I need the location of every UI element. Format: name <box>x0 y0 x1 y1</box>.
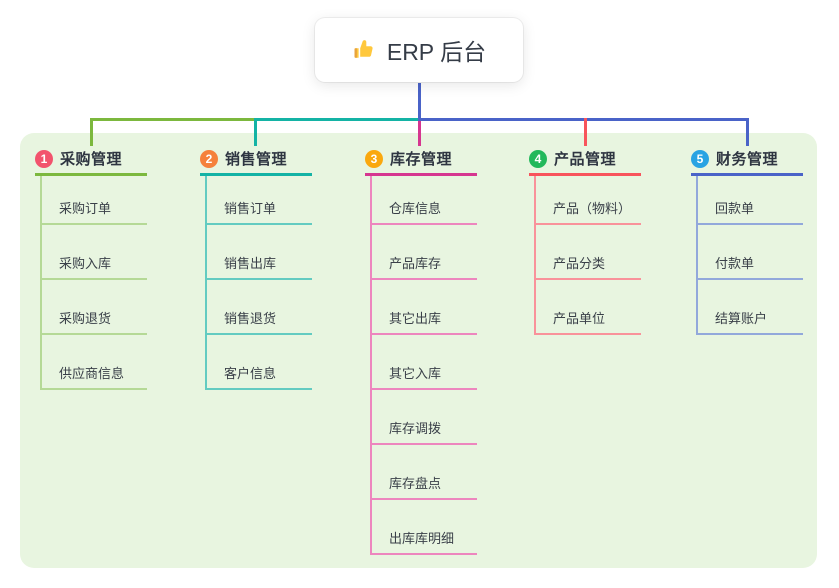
badge-2: 2 <box>200 149 218 168</box>
node-sales-outbound[interactable]: 销售出库 <box>207 225 312 280</box>
connector-segment-green <box>90 118 254 121</box>
topic-label: 财务管理 <box>716 151 779 168</box>
connector-segment-blue <box>418 118 749 121</box>
root-connector-line <box>418 82 421 118</box>
node-outbound-detail[interactable]: 出库库明细 <box>372 500 477 555</box>
sub-list-inventory: 仓库信息 产品库存 其它出库 其它入库 库存调拨 库存盘点 出库库明细 <box>370 176 477 555</box>
topic-label: 库存管理 <box>390 151 453 168</box>
node-other-inbound[interactable]: 其它入库 <box>372 335 477 390</box>
sub-list-procurement: 采购订单 采购入库 采购退货 供应商信息 <box>40 176 147 390</box>
sub-list-sales: 销售订单 销售出库 销售退货 客户信息 <box>205 176 312 390</box>
topic-procurement[interactable]: 1 采购管理 <box>35 146 147 176</box>
badge-1: 1 <box>35 149 53 168</box>
root-label: ERP 后台 <box>386 39 487 65</box>
node-purchase-return[interactable]: 采购退货 <box>42 280 147 335</box>
branches-background-panel <box>20 133 817 568</box>
node-stock-count[interactable]: 库存盘点 <box>372 445 477 500</box>
badge-3: 3 <box>365 149 383 168</box>
node-sales-order[interactable]: 销售订单 <box>207 176 312 225</box>
node-warehouse-info[interactable]: 仓库信息 <box>372 176 477 225</box>
node-purchase-inbound[interactable]: 采购入库 <box>42 225 147 280</box>
node-product-category[interactable]: 产品分类 <box>536 225 641 280</box>
badge-5: 5 <box>691 149 709 168</box>
node-payment-bill[interactable]: 付款单 <box>698 225 803 280</box>
node-product-material[interactable]: 产品（物料） <box>536 176 641 225</box>
root-node[interactable]: ERP 后台 <box>315 18 523 82</box>
branch-finance: 5 财务管理 回款单 付款单 结算账户 <box>691 146 803 335</box>
branch-inventory: 3 库存管理 仓库信息 产品库存 其它出库 其它入库 库存调拨 库存盘点 出库库… <box>365 146 477 555</box>
sub-list-finance: 回款单 付款单 结算账户 <box>696 176 803 335</box>
node-other-outbound[interactable]: 其它出库 <box>372 280 477 335</box>
branch-procurement: 1 采购管理 采购订单 采购入库 采购退货 供应商信息 <box>35 146 147 390</box>
node-customer-info[interactable]: 客户信息 <box>207 335 312 390</box>
branch-1-drop-line <box>90 118 93 146</box>
topic-label: 采购管理 <box>60 151 123 168</box>
node-receipt-bill[interactable]: 回款单 <box>698 176 803 225</box>
topic-product[interactable]: 4 产品管理 <box>529 146 641 176</box>
sub-list-product: 产品（物料） 产品分类 产品单位 <box>534 176 641 335</box>
badge-4: 4 <box>529 149 547 168</box>
node-product-unit[interactable]: 产品单位 <box>536 280 641 335</box>
branch-sales: 2 销售管理 销售订单 销售出库 销售退货 客户信息 <box>200 146 312 390</box>
branch-5-drop-line <box>746 118 749 146</box>
branch-2-drop-line <box>254 118 257 146</box>
branch-product: 4 产品管理 产品（物料） 产品分类 产品单位 <box>529 146 641 335</box>
topic-label: 销售管理 <box>225 151 288 168</box>
topic-inventory[interactable]: 3 库存管理 <box>365 146 477 176</box>
topic-label: 产品管理 <box>554 151 617 168</box>
topic-sales[interactable]: 2 销售管理 <box>200 146 312 176</box>
node-stock-transfer[interactable]: 库存调拨 <box>372 390 477 445</box>
topic-finance[interactable]: 5 财务管理 <box>691 146 803 176</box>
branch-3-drop-line <box>418 121 421 146</box>
node-settlement-account[interactable]: 结算账户 <box>698 280 803 335</box>
node-purchase-order[interactable]: 采购订单 <box>42 176 147 225</box>
node-sales-return[interactable]: 销售退货 <box>207 280 312 335</box>
node-supplier-info[interactable]: 供应商信息 <box>42 335 147 390</box>
thumbs-up-icon <box>352 38 376 62</box>
branch-4-drop-line <box>584 118 587 146</box>
node-product-stock[interactable]: 产品库存 <box>372 225 477 280</box>
connector-segment-teal <box>254 118 418 121</box>
